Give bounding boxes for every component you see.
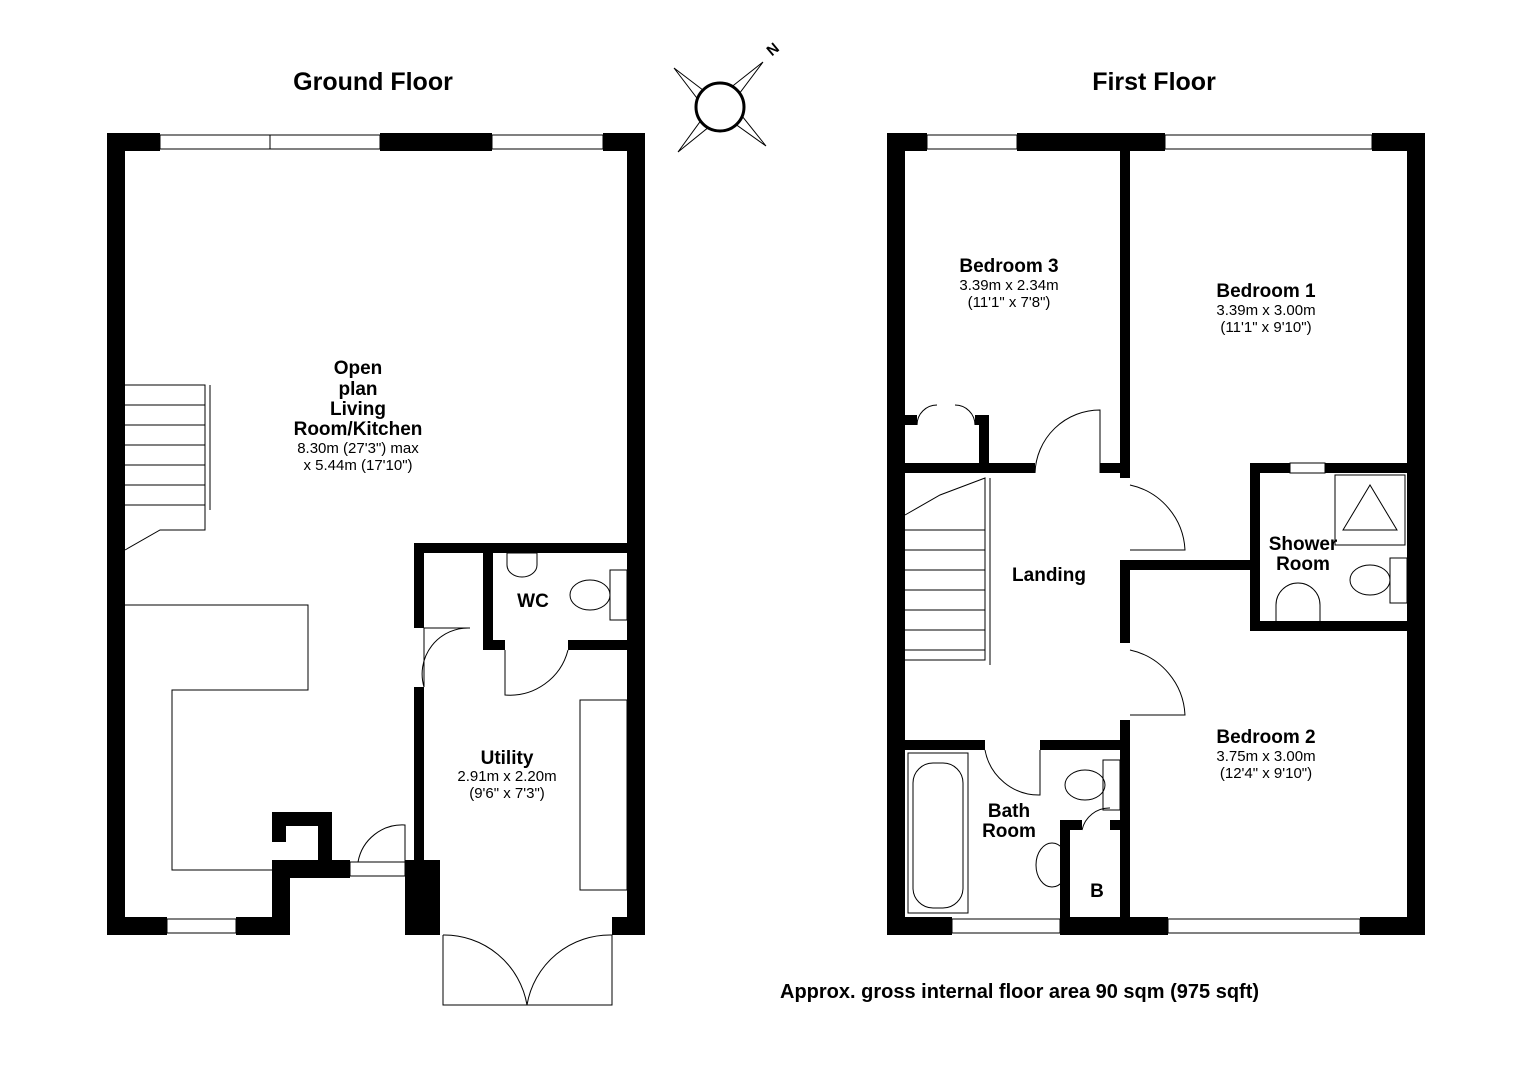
window xyxy=(951,918,1061,934)
window xyxy=(926,134,1018,150)
first-floor-plan xyxy=(887,133,1425,935)
ground-floor-title: Ground Floor xyxy=(293,68,453,96)
svg-text:Bedroom 3: Bedroom 3 xyxy=(959,256,1058,277)
floor-area-note: Approx. gross internal floor area 90 sqm… xyxy=(780,981,1259,1003)
north-label: N xyxy=(764,40,783,60)
ground-floor-plan xyxy=(107,133,645,1006)
window xyxy=(1167,918,1361,934)
svg-text:(11'1" x 7'8"): (11'1" x 7'8") xyxy=(968,294,1051,311)
svg-text:3.39m x 2.34m: 3.39m x 2.34m xyxy=(959,277,1058,294)
room-label-landing: Landing xyxy=(1012,565,1086,586)
svg-text:Utility: Utility xyxy=(481,748,534,769)
svg-text:3.39m x 3.00m: 3.39m x 3.00m xyxy=(1216,302,1315,319)
svg-text:x 5.44m (17'10"): x 5.44m (17'10") xyxy=(303,457,412,474)
svg-text:Shower: Shower xyxy=(1269,534,1338,555)
room-label-boiler: B xyxy=(1090,881,1104,902)
first-floor-title: First Floor xyxy=(1092,68,1216,96)
room-label-utility: Utility 2.91m x 2.20m (9'6" x 7'3") xyxy=(457,748,556,802)
svg-text:(11'1" x 9'10"): (11'1" x 9'10") xyxy=(1220,319,1311,336)
room-label-shower: Shower Room xyxy=(1269,534,1338,575)
svg-text:Bedroom 2: Bedroom 2 xyxy=(1216,727,1315,748)
svg-text:Living: Living xyxy=(330,399,386,420)
svg-text:plan: plan xyxy=(338,379,377,400)
svg-text:(9'6" x 7'3"): (9'6" x 7'3") xyxy=(469,785,545,802)
window xyxy=(491,134,604,150)
room-label-bath: Bath Room xyxy=(982,801,1036,842)
room-label-bedroom1: Bedroom 1 3.39m x 3.00m (11'1" x 9'10") xyxy=(1216,281,1316,336)
compass-icon: N xyxy=(673,40,783,153)
svg-text:Room: Room xyxy=(1276,554,1330,575)
window xyxy=(166,918,237,934)
svg-text:3.75m x 3.00m: 3.75m x 3.00m xyxy=(1216,748,1315,765)
window xyxy=(1164,134,1373,150)
svg-text:Room: Room xyxy=(982,821,1036,842)
svg-text:Room/Kitchen: Room/Kitchen xyxy=(294,419,423,440)
room-label-bedroom2: Bedroom 2 3.75m x 3.00m (12'4" x 9'10") xyxy=(1216,727,1315,782)
svg-text:2.91m x 2.20m: 2.91m x 2.20m xyxy=(457,768,556,785)
room-label-bedroom3: Bedroom 3 3.39m x 2.34m (11'1" x 7'8") xyxy=(959,256,1058,311)
svg-text:Bath: Bath xyxy=(988,801,1030,822)
room-label-living: Open plan Living Room/Kitchen 8.30m (27'… xyxy=(294,358,423,474)
room-label-wc: WC xyxy=(517,591,549,612)
svg-text:Bedroom 1: Bedroom 1 xyxy=(1216,281,1316,302)
svg-text:Open: Open xyxy=(334,358,383,379)
svg-text:(12'4" x 9'10"): (12'4" x 9'10") xyxy=(1220,765,1312,782)
svg-text:8.30m (27'3") max: 8.30m (27'3") max xyxy=(297,440,419,457)
